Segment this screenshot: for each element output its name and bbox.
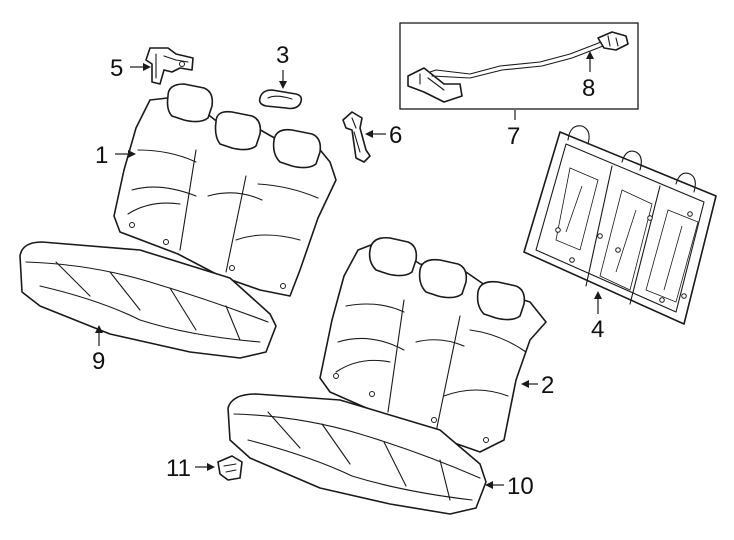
callout-11: 11 — [166, 455, 191, 482]
part-10-seat-cushion — [227, 393, 487, 515]
part-3-clip — [258, 89, 303, 110]
part-1-seat-back — [113, 83, 337, 297]
part-7-cable-kit-box — [399, 22, 639, 110]
part-9-seat-cushion — [19, 241, 277, 359]
part-4-seat-frame — [523, 125, 717, 325]
callout-7: 7 — [507, 123, 520, 150]
part-11-clip — [217, 455, 243, 481]
callout-2: 2 — [541, 372, 554, 399]
callout-5: 5 — [110, 55, 123, 82]
part-5-bracket — [145, 47, 194, 85]
callout-8: 8 — [582, 75, 595, 102]
callout-3: 3 — [276, 42, 289, 69]
callout-6: 6 — [389, 122, 402, 149]
part-2-seat-back — [319, 236, 547, 453]
callout-1: 1 — [95, 142, 108, 169]
callout-4: 4 — [591, 316, 604, 343]
callout-9: 9 — [92, 348, 105, 375]
leader-lines — [95, 51, 602, 489]
callout-labels: 5 3 6 1 8 7 4 9 2 11 10 — [92, 42, 604, 500]
callout-10: 10 — [507, 473, 534, 500]
part-6-bracket — [342, 111, 371, 163]
